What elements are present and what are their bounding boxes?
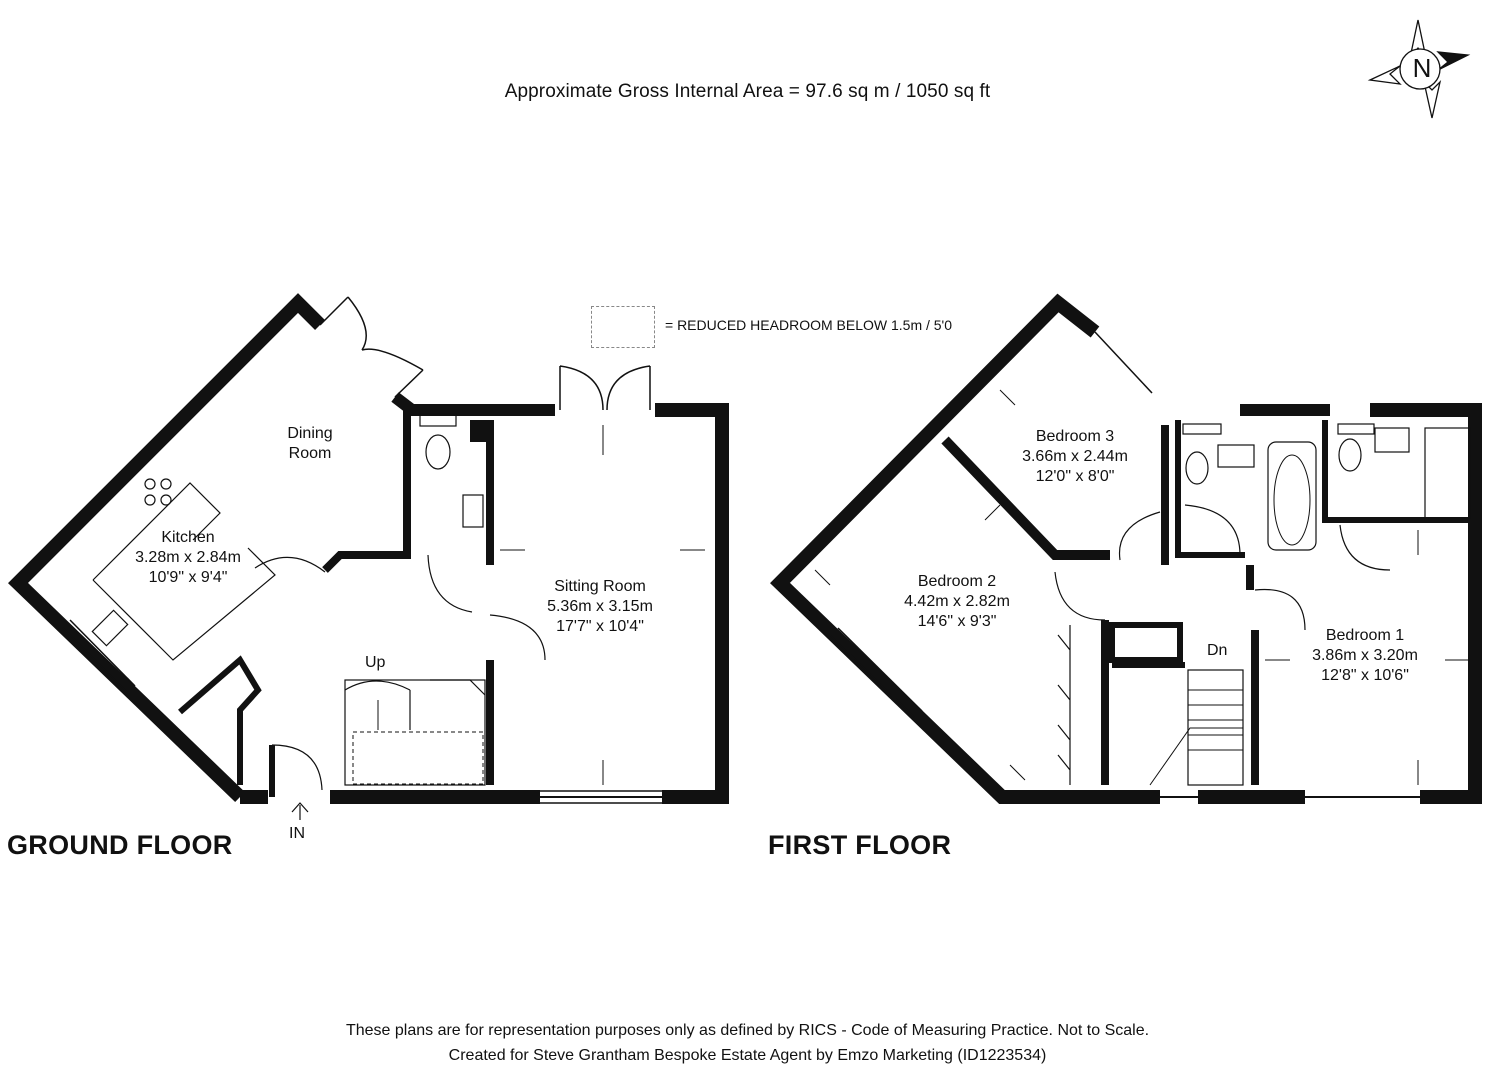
gf-entrance-label: IN	[289, 825, 305, 842]
kitchen-metric: 3.28m x 2.84m	[135, 549, 241, 566]
bedroom-2-name: Bedroom 2	[917, 573, 997, 590]
dining-room-label: Dining Room	[260, 424, 360, 464]
bedroom-3-metric: 3.66m x 2.44m	[1022, 448, 1128, 465]
bedroom-1-label: Bedroom 1 3.86m x 3.20m 12'8" x 10'6"	[1290, 626, 1440, 686]
gf-living-door	[489, 614, 546, 661]
bedroom-2-label: Bedroom 2 4.42m x 2.82m 14'6" x 9'3"	[882, 572, 1032, 632]
kitchen-label: Kitchen 3.28m x 2.84m 10'9" x 9'4"	[118, 528, 258, 588]
reduced-headroom-legend-swatch	[591, 306, 655, 348]
gf-basin	[462, 494, 484, 528]
ff-stairs-down-label: Dn	[1207, 642, 1228, 659]
ff-ensuite-basin	[1374, 427, 1410, 453]
gf-toilet-cistern	[419, 413, 457, 427]
ground-floor-title: GROUND FLOOR	[7, 830, 233, 860]
bedroom-3-name: Bedroom 3	[1035, 428, 1115, 445]
bedroom-1-name: Bedroom 1	[1325, 627, 1405, 644]
gf-stairs-up-label: Up	[365, 654, 386, 671]
gf-window-kitchen	[61, 626, 129, 694]
ff-bed3-wall	[941, 436, 1110, 560]
gf-kitchen-worktop	[92, 482, 221, 581]
gf-wall-top	[391, 392, 555, 416]
gf-wc-wall	[322, 410, 411, 573]
gf-hall-door	[254, 556, 326, 573]
kitchen-imperial: 10'9" x 9'4"	[148, 569, 228, 586]
ff-bathroom-basin	[1217, 444, 1255, 468]
gf-sink	[91, 609, 129, 647]
compass-north-letter: N	[1412, 53, 1432, 83]
first-floor-plan	[770, 293, 1482, 804]
bedroom-1-metric: 3.86m x 3.20m	[1312, 647, 1418, 664]
disclaimer-text: These plans are for representation purpo…	[345, 1022, 1150, 1039]
gf-entrance-arrow	[291, 802, 309, 820]
ff-shower	[1424, 427, 1471, 519]
sitting-room-label: Sitting Room 5.36m x 3.15m 17'7" x 10'4"	[530, 577, 670, 637]
bedroom-3-label: Bedroom 3 3.66m x 2.44m 12'0" x 8'0"	[1000, 427, 1150, 487]
ff-wall-right	[1370, 403, 1482, 804]
sitting-room-name: Sitting Room	[554, 578, 646, 595]
dining-room-name-line2: Room	[288, 445, 332, 462]
gf-entry-door	[271, 744, 323, 791]
sitting-room-imperial: 17'7" x 10'4"	[556, 618, 644, 635]
gf-wall-bottom-right	[655, 403, 729, 804]
gf-wc-door	[427, 554, 473, 613]
bedroom-2-imperial: 14'6" x 9'3"	[917, 613, 997, 630]
sitting-room-metric: 5.36m x 3.15m	[547, 598, 653, 615]
ff-window-bed2	[829, 634, 916, 719]
gf-stairs	[344, 679, 486, 786]
compass-rose-icon	[1367, 19, 1471, 119]
kitchen-name: Kitchen	[161, 529, 215, 546]
first-floor-title: FIRST FLOOR	[768, 830, 952, 860]
ground-floor-plan	[8, 293, 729, 820]
dining-room-name: Dining	[287, 425, 333, 442]
gross-internal-area: Approximate Gross Internal Area = 97.6 s…	[504, 81, 991, 102]
gf-dining-doors	[319, 296, 424, 398]
bedroom-2-metric: 4.42m x 2.82m	[904, 593, 1010, 610]
ff-wall-outer	[770, 293, 1160, 804]
bedroom-1-imperial: 12'8" x 10'6"	[1321, 667, 1409, 684]
credit-text: Created for Steve Grantham Bespoke Estat…	[448, 1047, 1047, 1064]
gf-wall-nw	[8, 293, 325, 803]
gf-french-doors	[559, 365, 651, 411]
ff-bath	[1267, 441, 1317, 551]
bedroom-3-imperial: 12'0" x 8'0"	[1035, 468, 1115, 485]
ff-window-bed3	[1094, 331, 1153, 394]
reduced-headroom-legend: = REDUCED HEADROOM BELOW 1.5m / 5'0	[665, 317, 953, 333]
